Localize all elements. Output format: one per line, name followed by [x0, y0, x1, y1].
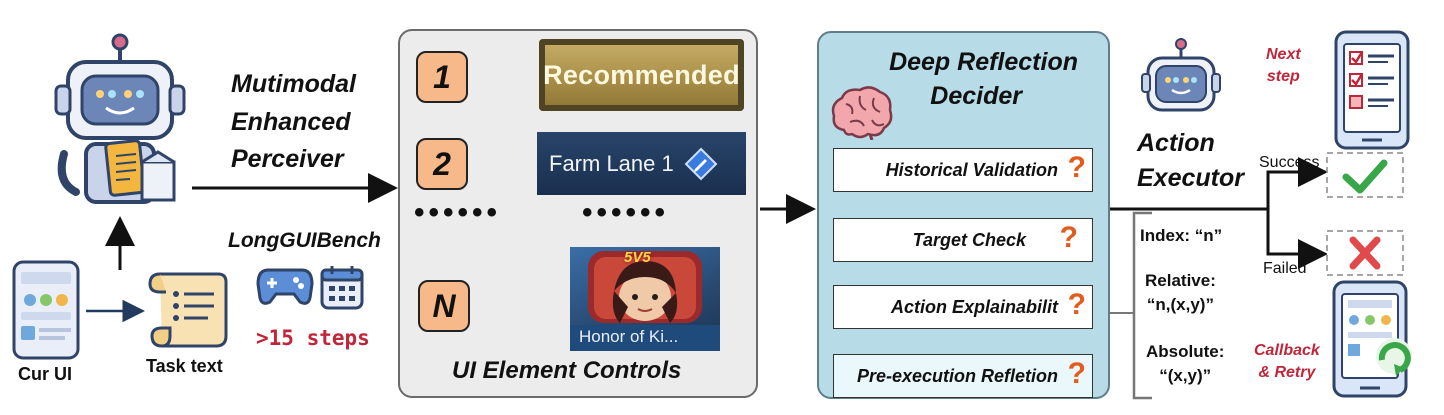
arrow-to-success	[1266, 157, 1328, 209]
steps-label: >15 steps	[256, 326, 370, 350]
ellipsis-right: ••••••	[582, 196, 670, 229]
absolute-line-1: Absolute:	[1146, 342, 1225, 361]
callback-line-1: Callback	[1254, 342, 1320, 359]
perceiver-title-line-2: Enhanced	[231, 107, 351, 136]
step-1-label: Historical Validation	[885, 159, 1058, 180]
step-action-explainability: Action Explainabilit ?	[833, 285, 1093, 329]
control-index-2: 2	[416, 138, 468, 190]
game-hero-image	[570, 251, 720, 351]
checklist-phone-icon	[1334, 30, 1410, 150]
check-icon	[1342, 159, 1388, 194]
perceiver-title-line-3: Perceiver	[231, 145, 344, 173]
next-step-line-2: step	[1266, 67, 1300, 85]
edit-diamond-icon	[684, 147, 718, 180]
decider-title-line-2: Decider	[930, 81, 1022, 110]
perceiver-title-line-1: Mutimodal	[231, 70, 356, 98]
executor-title: Action Executor	[1137, 126, 1244, 196]
failed-label: Failed	[1263, 260, 1307, 277]
ellipsis-left: ••••••	[414, 196, 502, 229]
decider-title-line-1: Deep Reflection	[889, 48, 1078, 76]
gamepad-icon	[256, 268, 314, 305]
question-icon: ?	[1067, 288, 1086, 321]
ui-controls-label: UI Element Controls	[452, 357, 682, 384]
farm-lane-text: Farm Lane 1	[549, 150, 674, 176]
recommended-thumbnail: Recommended	[539, 39, 744, 111]
success-box	[1326, 152, 1404, 198]
step-historical-validation: Historical Validation ?	[833, 148, 1093, 192]
question-icon: ?	[1059, 221, 1078, 254]
relative-line-2: “n,(x,y)”	[1146, 294, 1214, 314]
step-2-label: Target Check	[912, 229, 1026, 250]
question-icon: ?	[1067, 151, 1086, 184]
task-text-label: Task text	[146, 356, 223, 376]
step-target-check: Target Check ?	[833, 218, 1093, 262]
callback-retry-label: Callback & Retry	[1254, 340, 1320, 385]
badge-5v5: 5V5	[624, 249, 651, 266]
brain-icon	[831, 86, 893, 140]
relative-line-1: Relative:	[1145, 271, 1216, 290]
absolute-line-2: “(x,y)”	[1159, 365, 1212, 385]
executor-robot-icon	[1141, 38, 1221, 112]
next-step-line-1: Next	[1266, 46, 1301, 63]
phone-icon	[12, 260, 80, 360]
calendar-icon	[320, 266, 364, 310]
honor-of-kings-thumbnail: 5V5 Honor of Ki...	[570, 247, 720, 351]
index-action-label: Index: “n”	[1140, 226, 1223, 245]
step-pre-execution-reflection: Pre-execution Refletion ?	[833, 354, 1093, 398]
honor-of-kings-text: Honor of Ki...	[579, 327, 679, 346]
perceiver-title: Mutimodal Enhanced Perceiver	[231, 66, 356, 179]
callback-line-2: & Retry	[1258, 364, 1316, 382]
decider-title: Deep Reflection Decider	[866, 46, 1078, 114]
action-type-bracket	[1132, 211, 1152, 400]
farm-lane-thumbnail: Farm Lane 1	[537, 132, 746, 195]
arrow-to-failed	[1266, 209, 1328, 269]
cross-icon	[1349, 236, 1381, 270]
scroll-icon	[148, 272, 228, 348]
control-index-n: N	[418, 280, 470, 332]
next-step-label: Next step	[1266, 44, 1301, 87]
executor-title-line-1: Action	[1137, 129, 1215, 157]
absolute-action-label: Absolute: “(x,y)”	[1146, 340, 1224, 388]
bench-name: LongGUIBench	[228, 229, 381, 252]
success-label: Success	[1259, 154, 1320, 171]
step-4-label: Pre-execution Refletion	[856, 365, 1058, 386]
relative-action-label: Relative: “n,(x,y)”	[1145, 269, 1216, 317]
executor-title-line-2: Executor	[1137, 164, 1244, 192]
perceiver-robot-icon	[54, 33, 186, 204]
cur-ui-label: Cur UI	[18, 364, 72, 384]
control-index-1: 1	[416, 51, 468, 103]
retry-phone-icon	[1332, 280, 1412, 398]
step-3-label: Action Explainabilit	[890, 296, 1058, 317]
question-icon: ?	[1067, 357, 1086, 390]
